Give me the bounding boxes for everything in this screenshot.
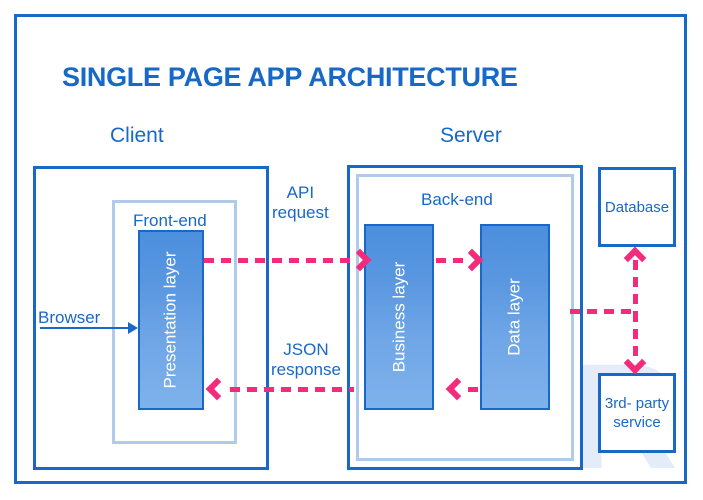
third-party-service-label: 3rd- party service	[604, 395, 670, 431]
page-title: SINGLE PAGE APP ARCHITECTURE	[62, 62, 518, 96]
database-label: Database	[604, 198, 670, 216]
data-layer-label: Data layer	[505, 278, 525, 356]
database-arrow-head-icon	[623, 246, 647, 270]
third-party-dashed-line	[633, 312, 638, 362]
browser-arrow-head-icon	[128, 322, 138, 334]
json-response-line-1: JSON	[283, 340, 329, 359]
title-rest-text: ARCHITECTURE	[302, 62, 518, 92]
third-party-service-box: 3rd- party service	[598, 373, 676, 453]
json-response-label: JSON response	[271, 340, 341, 380]
json-response-dashed-line	[230, 387, 354, 392]
database-box: Database	[598, 167, 676, 247]
server-container	[347, 165, 583, 470]
frontend-label: Front-end	[133, 211, 207, 230]
api-request-label: API request	[272, 183, 329, 223]
browser-arrow-line	[40, 327, 135, 329]
business-layer-block: Business layer	[364, 224, 434, 410]
caption-server: Server	[440, 124, 502, 147]
api-request-dashed-line	[204, 258, 352, 263]
data-to-business-dashed-line	[468, 387, 482, 392]
backend-label: Back-end	[421, 190, 493, 209]
database-dashed-line	[633, 260, 638, 312]
api-request-line-2: request	[272, 203, 329, 222]
business-layer-label: Business layer	[389, 261, 408, 373]
presentation-layer-label: Presentation layer	[161, 251, 180, 389]
frontend-container	[112, 200, 237, 444]
title-highlighted-part: SINGLE PAGE APP	[62, 62, 305, 96]
caption-client: Client	[110, 124, 164, 147]
json-response-line-2: response	[271, 360, 341, 379]
data-layer-block: Data layer	[480, 224, 550, 410]
api-request-line-1: API	[286, 183, 315, 202]
title-highlight-text: SINGLE PAGE APP	[62, 62, 303, 92]
data-layer-to-external-dashed-line	[570, 309, 638, 314]
client-container	[33, 166, 269, 470]
presentation-layer-block: Presentation layer	[138, 230, 204, 410]
business-to-data-dashed-line	[436, 258, 468, 263]
browser-label: Browser	[38, 308, 101, 327]
backend-container	[356, 174, 574, 461]
